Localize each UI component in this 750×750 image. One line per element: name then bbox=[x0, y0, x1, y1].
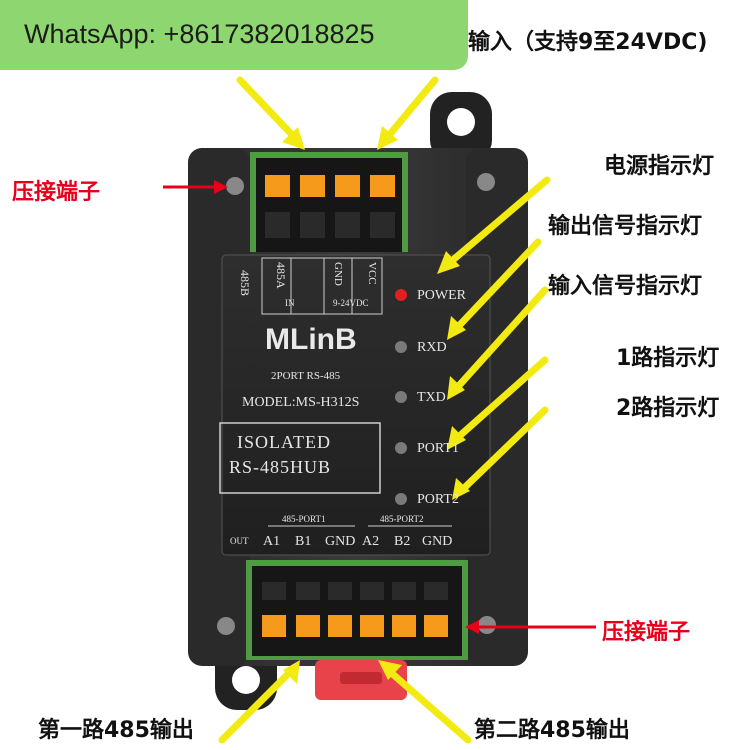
top-pin-gnd: GND bbox=[332, 262, 344, 286]
port1-led bbox=[395, 442, 407, 454]
label-power-led: 电源指示灯 bbox=[604, 154, 715, 179]
screw bbox=[226, 177, 244, 195]
port2-label: 485-PORT2 bbox=[380, 514, 424, 524]
led-label-txd: TXD bbox=[417, 390, 446, 405]
whatsapp-banner: WhatsApp: +8617382018825 bbox=[0, 0, 468, 70]
mounting-ear-top bbox=[430, 92, 492, 162]
bottom-pin-b2: B2 bbox=[394, 534, 411, 549]
whatsapp-text: WhatsApp: +8617382018825 bbox=[24, 19, 375, 49]
rxd-led bbox=[395, 341, 407, 353]
label-terminal-bottom: 压接端子 bbox=[602, 620, 691, 645]
top-terminal-block bbox=[250, 152, 408, 252]
top-pin-vcc: VCC bbox=[366, 262, 378, 285]
device-model: MODEL:MS-H312S bbox=[242, 395, 360, 410]
port1-label: 485-PORT1 bbox=[282, 514, 326, 524]
bottom-pin-gnd1: GND bbox=[325, 534, 356, 549]
voltage-label: 9-24VDC bbox=[333, 298, 369, 308]
label-terminal-top: 压接端子 bbox=[12, 180, 101, 205]
isolated-line2: RS-485HUB bbox=[229, 457, 332, 477]
isolated-box bbox=[219, 422, 381, 494]
bottom-pin-gnd2: GND bbox=[422, 534, 453, 549]
port2-led bbox=[395, 493, 407, 505]
led-label-power: POWER bbox=[417, 288, 466, 303]
screw bbox=[477, 173, 495, 191]
label-input-led: 输入信号指示灯 bbox=[548, 274, 703, 299]
label-output-1: 第一路485输出 bbox=[38, 718, 194, 743]
bottom-pin-a1: A1 bbox=[263, 534, 281, 549]
in-label: IN bbox=[285, 298, 295, 308]
label-output-led: 输出信号指示灯 bbox=[548, 214, 703, 239]
top-pin-485a: 485A bbox=[274, 262, 288, 289]
label-port1-led: 1路指示灯 bbox=[616, 346, 720, 371]
label-power-input: 输入（支持9至24VDC) bbox=[468, 30, 708, 55]
led-label-port1: PORT1 bbox=[417, 441, 459, 456]
isolated-line1: ISOLATED bbox=[237, 432, 331, 452]
screw bbox=[478, 616, 496, 634]
bottom-terminal-block bbox=[246, 560, 468, 660]
red-arrows bbox=[163, 180, 596, 634]
brand-logo: MLinB bbox=[265, 323, 357, 356]
out-label: OUT bbox=[230, 536, 249, 546]
screw bbox=[217, 617, 235, 635]
txd-led bbox=[395, 391, 407, 403]
led-label-rxd: RXD bbox=[417, 340, 447, 355]
bottom-pin-b1: B1 bbox=[295, 534, 312, 549]
device-subtitle: 2PORT RS-485 bbox=[271, 370, 341, 382]
top-pin-485b: 485B bbox=[238, 270, 252, 297]
label-output-2: 第二路485输出 bbox=[474, 718, 630, 743]
bottom-pin-a2: A2 bbox=[362, 534, 380, 549]
label-port2-led: 2路指示灯 bbox=[616, 396, 720, 421]
yellow-arrows bbox=[218, 76, 551, 744]
led-label-port2: PORT2 bbox=[417, 492, 459, 507]
power-led bbox=[395, 289, 407, 301]
